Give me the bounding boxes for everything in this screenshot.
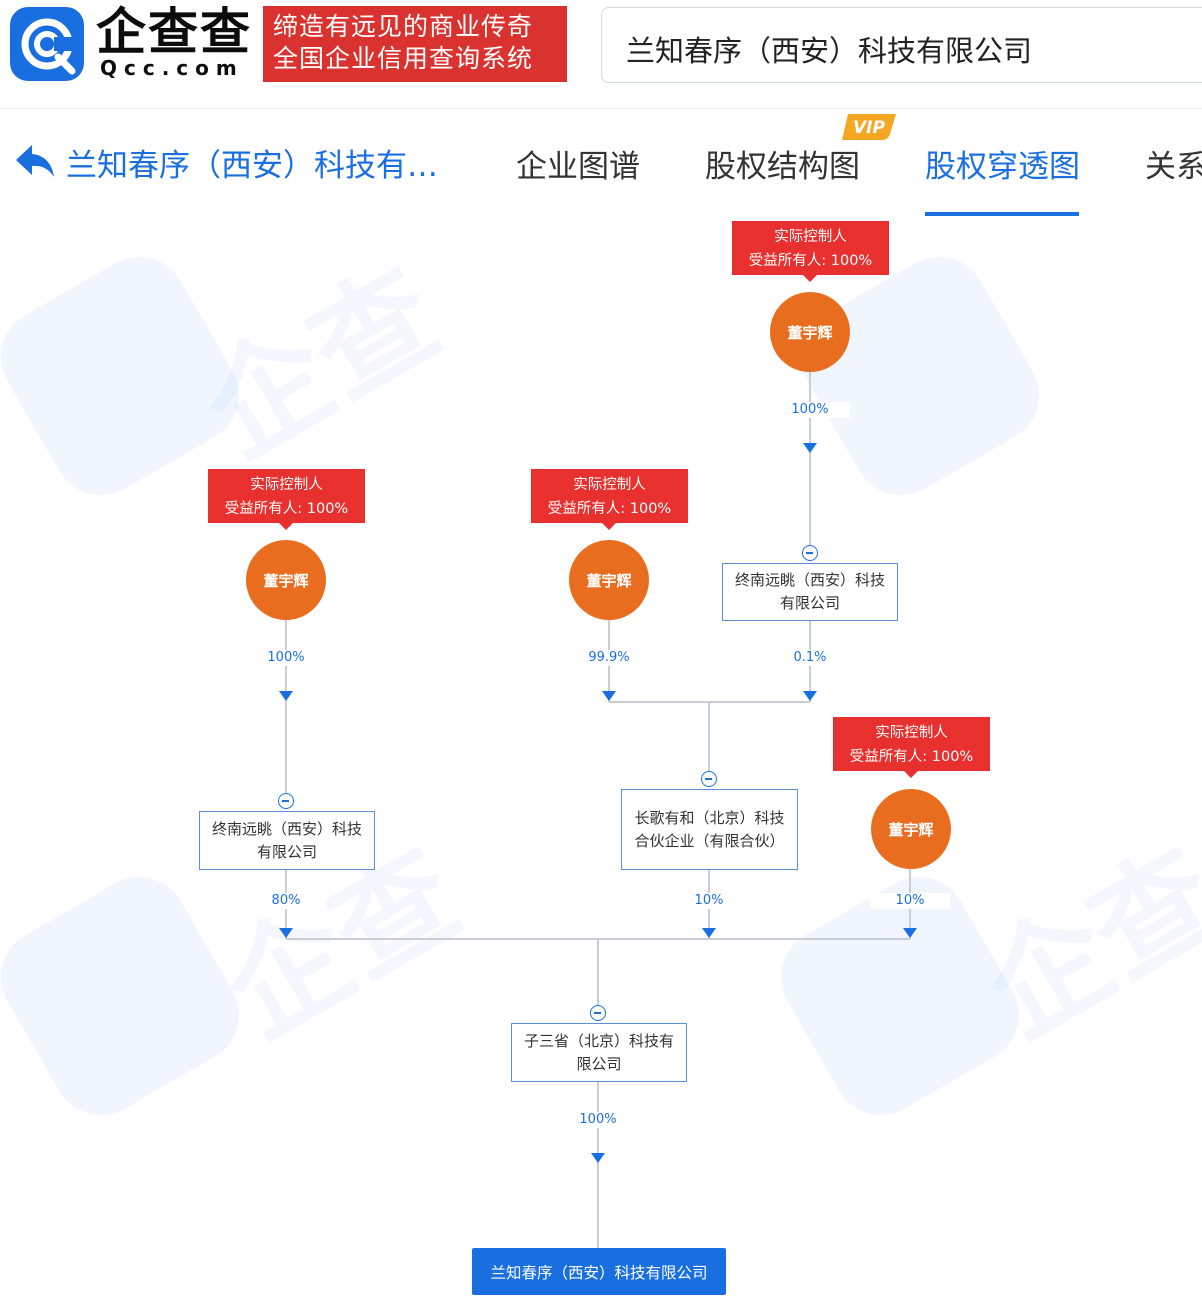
edge-percentage: 99.9% (569, 650, 649, 666)
controller-tag-tail (904, 771, 918, 778)
vip-badge-label: VIP (853, 118, 885, 138)
nav-company-name[interactable]: 兰知春序（西安）科技有… (66, 148, 438, 184)
controller-tag: 实际控制人 受益所有人: 100% (833, 717, 990, 771)
edge-percentage: 0.1% (770, 650, 850, 666)
company-node[interactable]: 长歌有和（北京）科技合伙企业（有限合伙） (621, 789, 798, 870)
company-node-label: 子三省（北京）科技有限公司 (523, 1031, 674, 1073)
tab-equity-penetration[interactable]: 股权穿透图 (925, 149, 1080, 185)
active-tab-indicator (925, 212, 1079, 216)
controller-tag-tail (279, 523, 293, 530)
controller-tag: 实际控制人 受益所有人: 100% (531, 469, 688, 523)
controller-tag-line1: 实际控制人 (250, 477, 323, 493)
target-company-node[interactable]: 兰知春序（西安）科技有限公司 (472, 1248, 726, 1295)
controller-tag-line2: 受益所有人: 100% (748, 253, 873, 269)
edge-percentage: 100% (770, 402, 850, 418)
company-node-label: 长歌有和（北京）科技合伙企业（有限合伙） (634, 808, 785, 850)
controller-tag-line2: 受益所有人: 100% (547, 501, 672, 517)
back-arrow-icon[interactable] (14, 143, 56, 179)
edge-percentage: 80% (246, 893, 326, 909)
controller-tag-line1: 实际控制人 (875, 725, 948, 741)
controller-tag: 实际控制人 受益所有人: 100% (208, 469, 365, 523)
controller-tag-tail (602, 523, 616, 530)
edge-percentage: 100% (558, 1112, 638, 1128)
collapse-toggle-icon[interactable] (802, 545, 818, 561)
collapse-toggle-icon[interactable] (278, 793, 294, 809)
collapse-toggle-icon[interactable] (590, 1005, 606, 1021)
company-node[interactable]: 子三省（北京）科技有限公司 (511, 1023, 687, 1082)
controller-tag-line1: 实际控制人 (774, 229, 847, 245)
search-input[interactable]: 兰知春序（西安）科技有限公司 (601, 7, 1202, 83)
tab-enterprise-map[interactable]: 企业图谱 (516, 149, 640, 185)
person-node[interactable]: 董宇辉 (871, 789, 951, 869)
controller-tag-line2: 受益所有人: 100% (224, 501, 349, 517)
controller-tag-line1: 实际控制人 (573, 477, 646, 493)
person-node[interactable]: 董宇辉 (569, 540, 649, 620)
slogan-line-2: 全国企业信用查询系统 (273, 44, 534, 73)
controller-tag-line2: 受益所有人: 100% (849, 749, 974, 765)
slogan-banner: 缔造有远见的商业传奇 全国企业信用查询系统 (263, 6, 567, 82)
vip-badge: VIP (842, 114, 896, 140)
brand-name[interactable]: 企查查 (96, 3, 252, 61)
controller-tag-tail (803, 275, 817, 282)
search-input-value: 兰知春序（西安）科技有限公司 (626, 34, 1033, 68)
collapse-toggle-icon[interactable] (701, 771, 717, 787)
company-node[interactable]: 终南远眺（西安）科技有限公司 (722, 563, 898, 621)
slogan-line-1: 缔造有远见的商业传奇 (273, 12, 534, 41)
company-node-label: 终南远眺（西安）科技有限公司 (211, 819, 362, 861)
tab-equity-structure[interactable]: 股权结构图 (705, 149, 860, 185)
company-node-label: 终南远眺（西安）科技有限公司 (734, 571, 885, 612)
edge-percentage: 10% (870, 893, 950, 909)
qcc-logo-icon[interactable] (10, 7, 84, 81)
edge-percentage: 100% (246, 650, 326, 666)
brand-domain: Qcc.com (100, 56, 244, 80)
person-node[interactable]: 董宇辉 (246, 540, 326, 620)
controller-tag: 实际控制人 受益所有人: 100% (732, 221, 889, 275)
person-node[interactable]: 董宇辉 (770, 292, 850, 372)
company-node[interactable]: 终南远眺（西安）科技有限公司 (199, 811, 375, 870)
tab-relation[interactable]: 关系 (1145, 149, 1202, 185)
edge-percentage: 10% (669, 893, 749, 909)
